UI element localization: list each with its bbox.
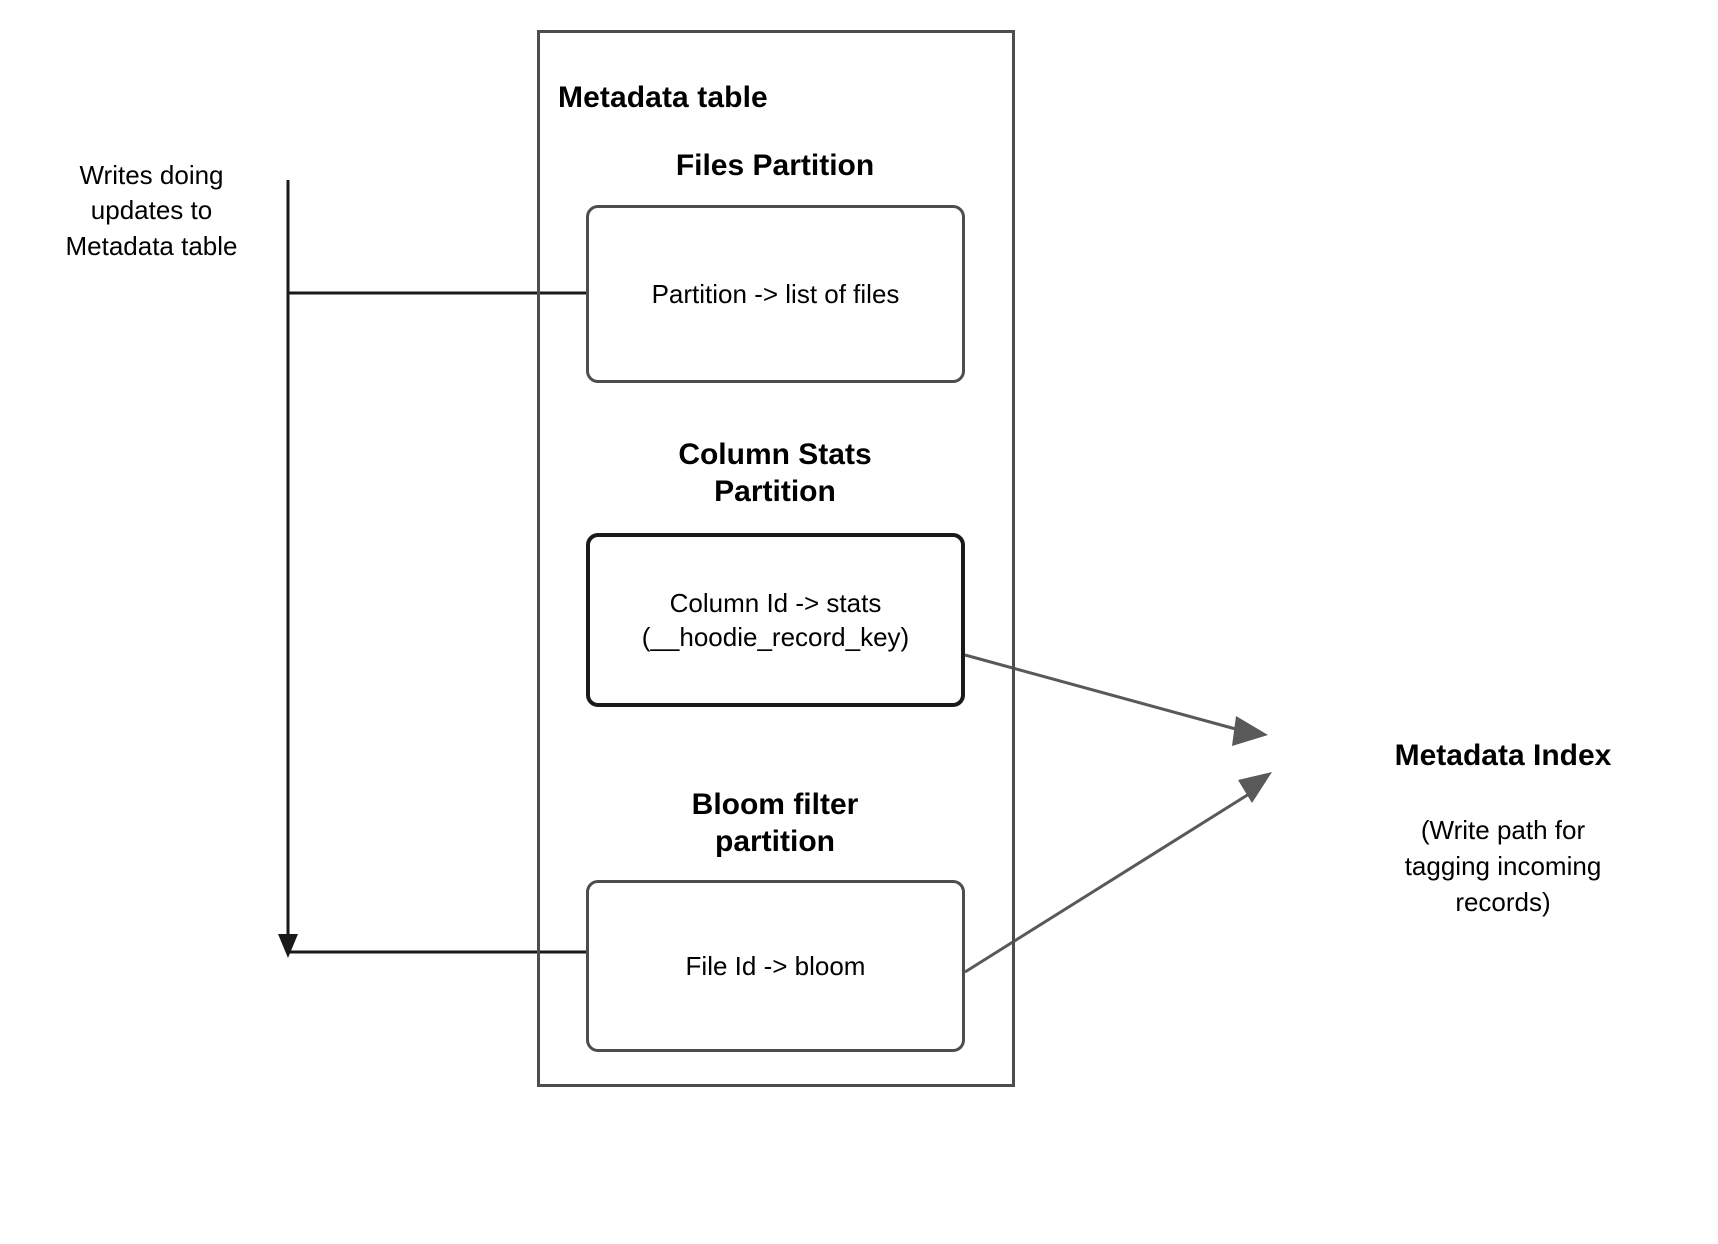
metadata-index-note: (Write path for tagging incoming records…: [1404, 815, 1602, 917]
writes-annotation: Writes doing updates to Metadata table: [65, 160, 238, 261]
bloom-filter-partition-box: File Id -> bloom: [586, 880, 965, 1052]
writes-trunk-connector: [278, 180, 298, 958]
files-partition-heading: Files Partition: [675, 149, 875, 182]
metadata-table-container: [537, 30, 1015, 1087]
metadata-table-title: Metadata table: [558, 81, 768, 114]
bloom-filter-partition-heading: Bloom filter partition: [691, 788, 859, 858]
files-partition-box: Partition -> list of files: [586, 205, 965, 383]
column-stats-partition-heading: Column Stats Partition: [678, 438, 872, 508]
column-stats-partition-box: Column Id -> stats (__hoodie_record_key): [586, 533, 965, 707]
metadata-index-title: Metadata Index: [1394, 739, 1612, 772]
